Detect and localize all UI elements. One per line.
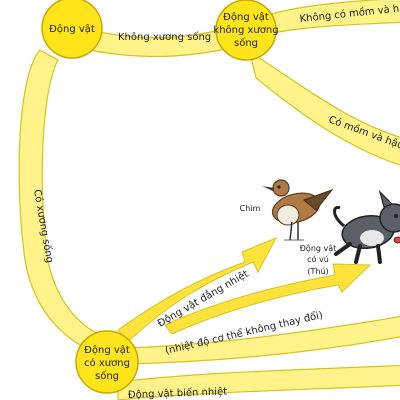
node-vertebrate-label-1: Động vật — [84, 344, 130, 356]
node-vertebrate: Động vật có xương sống — [75, 330, 139, 394]
edge-label-cold-blooded: Động vật biến nhiệt — [128, 386, 228, 400]
node-vertebrate-label-2: có xương — [84, 357, 130, 369]
label-mammal-3: (Thú) — [307, 267, 328, 276]
label-bird: Chim — [240, 204, 261, 213]
band-invertebrate-right — [249, 50, 400, 166]
node-invertebrate-label-2: không xương — [213, 24, 278, 36]
node-animal: Động vật — [41, 0, 103, 59]
band-vertebrate-bottom — [117, 364, 400, 400]
edge-label-no-backbone: Không xương sống — [118, 31, 211, 43]
node-invertebrate: Động vật không xương sống — [213, 0, 279, 61]
connector-bands — [18, 0, 400, 400]
band-vertebrate-right — [124, 316, 400, 365]
arrows — [117, 237, 372, 343]
node-animal-label: Động vật — [49, 23, 95, 35]
band-invertebrate-top — [267, 0, 400, 35]
bird-illustration — [262, 179, 334, 241]
label-mammal-1: Động vật — [300, 243, 337, 254]
node-invertebrate-label-3: sống — [234, 37, 258, 49]
node-vertebrate-label-3: sống — [95, 370, 119, 382]
node-invertebrate-label-1: Động vật — [223, 11, 269, 23]
arrow-warm-blooded-top — [117, 237, 278, 343]
label-mammal-2: có vú — [307, 254, 329, 264]
arrow-warm-blooded-bottom — [164, 263, 372, 335]
dog-illustration — [333, 189, 400, 264]
band-animal-to-vertebrate — [18, 49, 105, 353]
